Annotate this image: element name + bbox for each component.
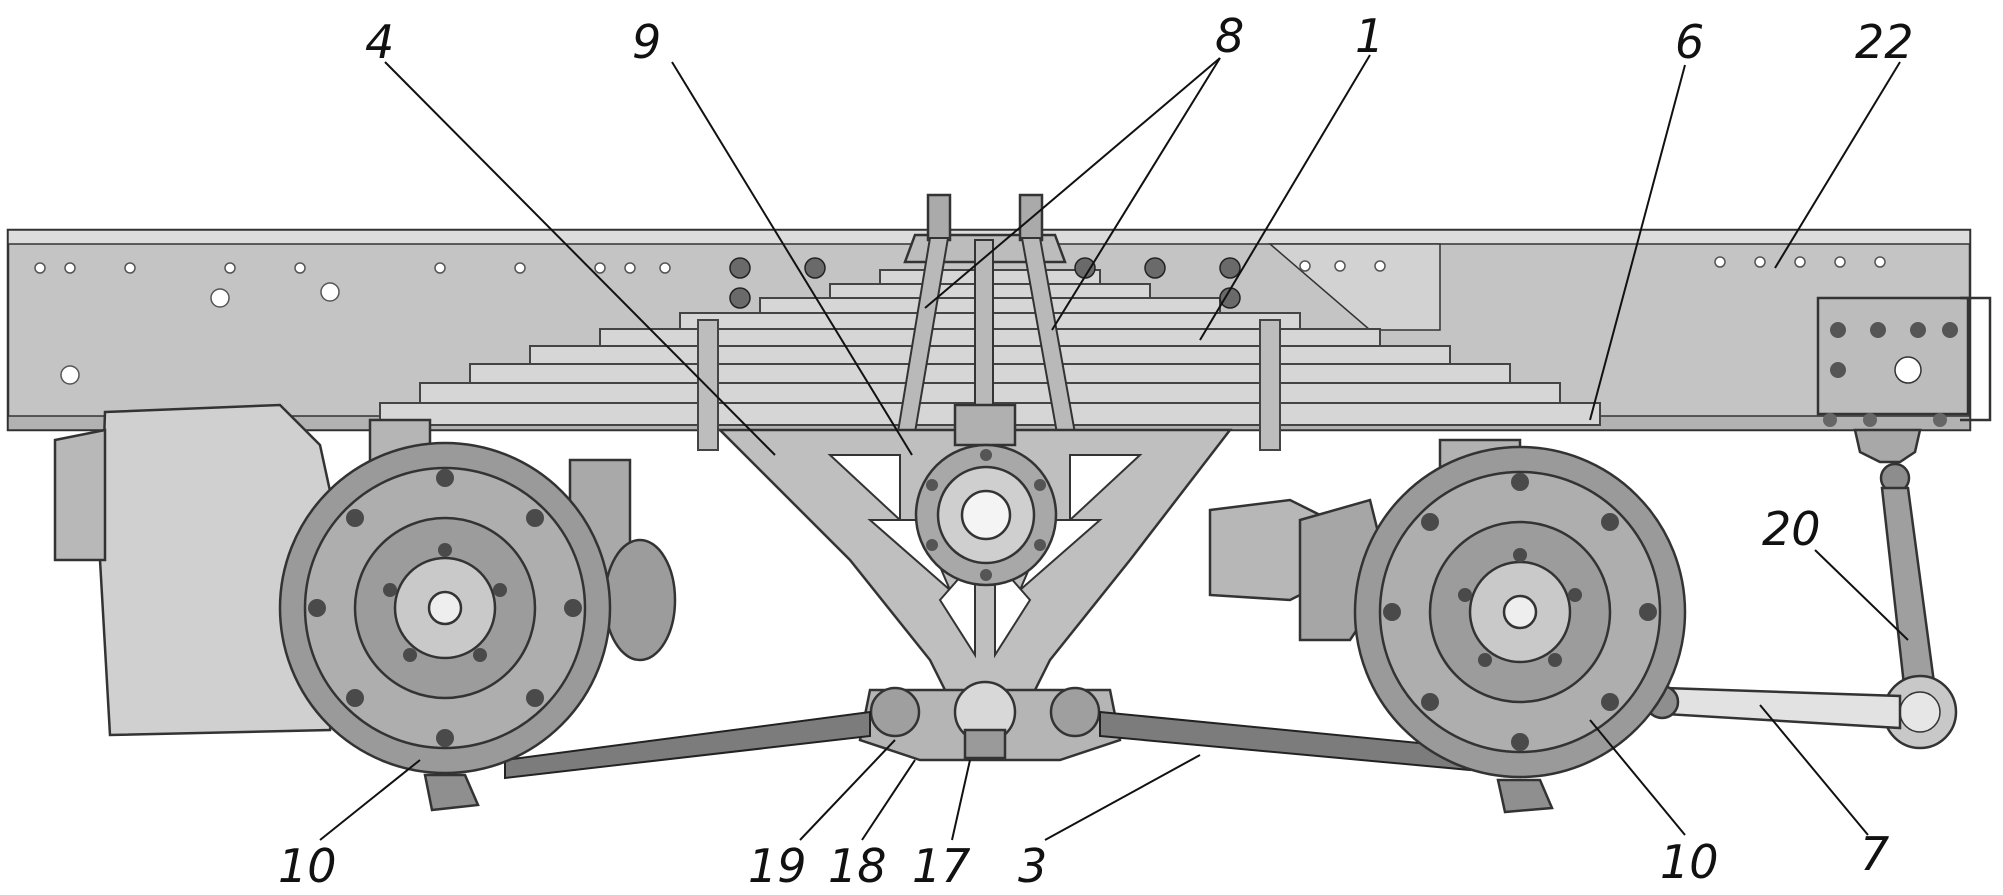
callout-8: 8	[1215, 9, 1244, 63]
callout-labels: 4 9 8 1 6 22 20 10 19 18 17 3 10 7	[278, 9, 1914, 893]
callout-19: 19	[748, 839, 807, 893]
rear-bracket	[1816, 296, 1992, 427]
callout-20: 20	[1762, 502, 1821, 556]
stabilizer-link	[1853, 428, 1958, 750]
callout-22: 22	[1855, 15, 1914, 69]
callout-17: 17	[912, 839, 971, 893]
left-axle	[53, 403, 677, 812]
callout-9: 9	[632, 15, 661, 69]
callout-3: 3	[1018, 839, 1047, 893]
callout-6: 6	[1675, 15, 1704, 69]
callout-4: 4	[365, 15, 394, 69]
lower-reaction-rods	[504, 710, 1471, 780]
lower-joint-bracket	[858, 680, 1122, 762]
callout-18: 18	[828, 839, 887, 893]
callout-10-right: 10	[1660, 835, 1719, 889]
right-axle	[1208, 438, 1687, 814]
spring-bolts	[729, 257, 1241, 309]
callout-1: 1	[1355, 9, 1384, 63]
trunnion-hub	[914, 443, 1058, 587]
callout-7: 7	[1860, 827, 1889, 881]
callout-10-left: 10	[278, 839, 337, 893]
leader-lines	[319, 54, 1909, 841]
